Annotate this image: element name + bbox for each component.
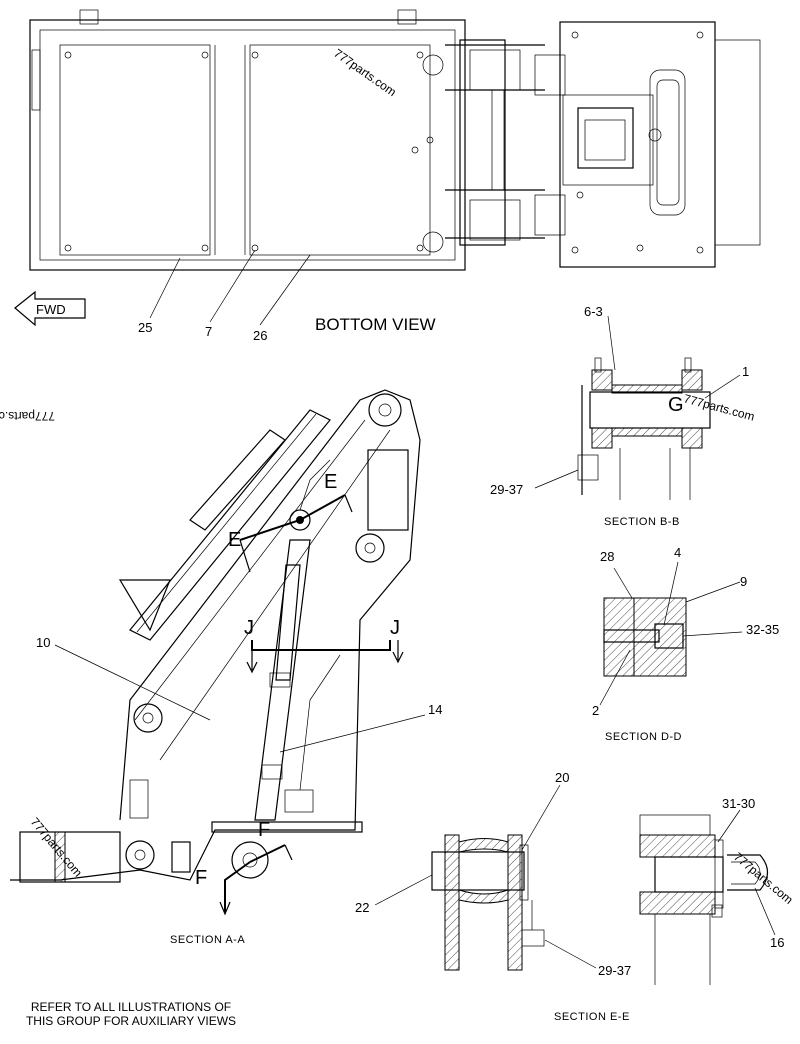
callout-6-3: 6-3 <box>584 304 603 319</box>
note-line-2: THIS GROUP FOR AUXILIARY VIEWS <box>25 1014 237 1028</box>
watermark-3: 777parts.com <box>682 391 756 423</box>
watermark-1: 777parts.com <box>331 46 399 99</box>
bottom-view-title: BOTTOM VIEW <box>315 315 436 334</box>
section-bb <box>577 357 711 500</box>
section-letter-j-2: J <box>390 617 400 639</box>
section-letter-g: G <box>668 394 684 416</box>
fwd-label: FWD <box>36 302 66 317</box>
callout-10: 10 <box>36 635 50 650</box>
section-aa-title: SECTION A-A <box>170 934 245 946</box>
section-letter-f-2: F <box>195 867 207 889</box>
section-letter-e-1: E <box>324 471 337 493</box>
section-letter-e-2: E <box>228 529 241 551</box>
watermark-5: 777parts.com <box>731 850 796 907</box>
section-dd <box>603 597 687 677</box>
callout-7: 7 <box>205 324 212 339</box>
auxiliary-views-note: REFER TO ALL ILLUSTRATIONS OF THIS GROUP… <box>6 1000 256 1028</box>
section-letter-f-1: F <box>258 819 270 841</box>
bottom-view <box>29 9 761 271</box>
callout-26: 26 <box>253 328 267 343</box>
callout-29-37-b: 29-37 <box>598 963 631 978</box>
callout-32-35: 32-35 <box>746 622 779 637</box>
section-ee-right <box>639 814 769 985</box>
fwd-arrow <box>14 290 86 327</box>
callout-20: 20 <box>555 770 569 785</box>
section-ee-title-1: SECTION E-E <box>554 1011 630 1023</box>
section-letter-j-1: J <box>244 617 254 639</box>
callout-1: 1 <box>742 364 749 379</box>
callout-22: 22 <box>355 900 369 915</box>
callout-9: 9 <box>740 574 747 589</box>
section-dd-title: SECTION D-D <box>605 731 682 743</box>
section-aa <box>10 389 421 883</box>
note-line-1: REFER TO ALL ILLUSTRATIONS OF <box>30 1000 232 1014</box>
callout-16: 16 <box>770 935 784 950</box>
callout-14: 14 <box>428 702 442 717</box>
watermark-2: 777parts.com <box>0 409 55 423</box>
section-ee-left <box>431 834 545 971</box>
callout-25: 25 <box>138 320 152 335</box>
section-bb-title: SECTION B-B <box>604 516 680 528</box>
callout-4: 4 <box>674 545 681 560</box>
callout-29-37-a: 29-37 <box>490 482 523 497</box>
callout-28: 28 <box>600 549 614 564</box>
callout-2: 2 <box>592 703 599 718</box>
callout-31-30: 31-30 <box>722 796 755 811</box>
